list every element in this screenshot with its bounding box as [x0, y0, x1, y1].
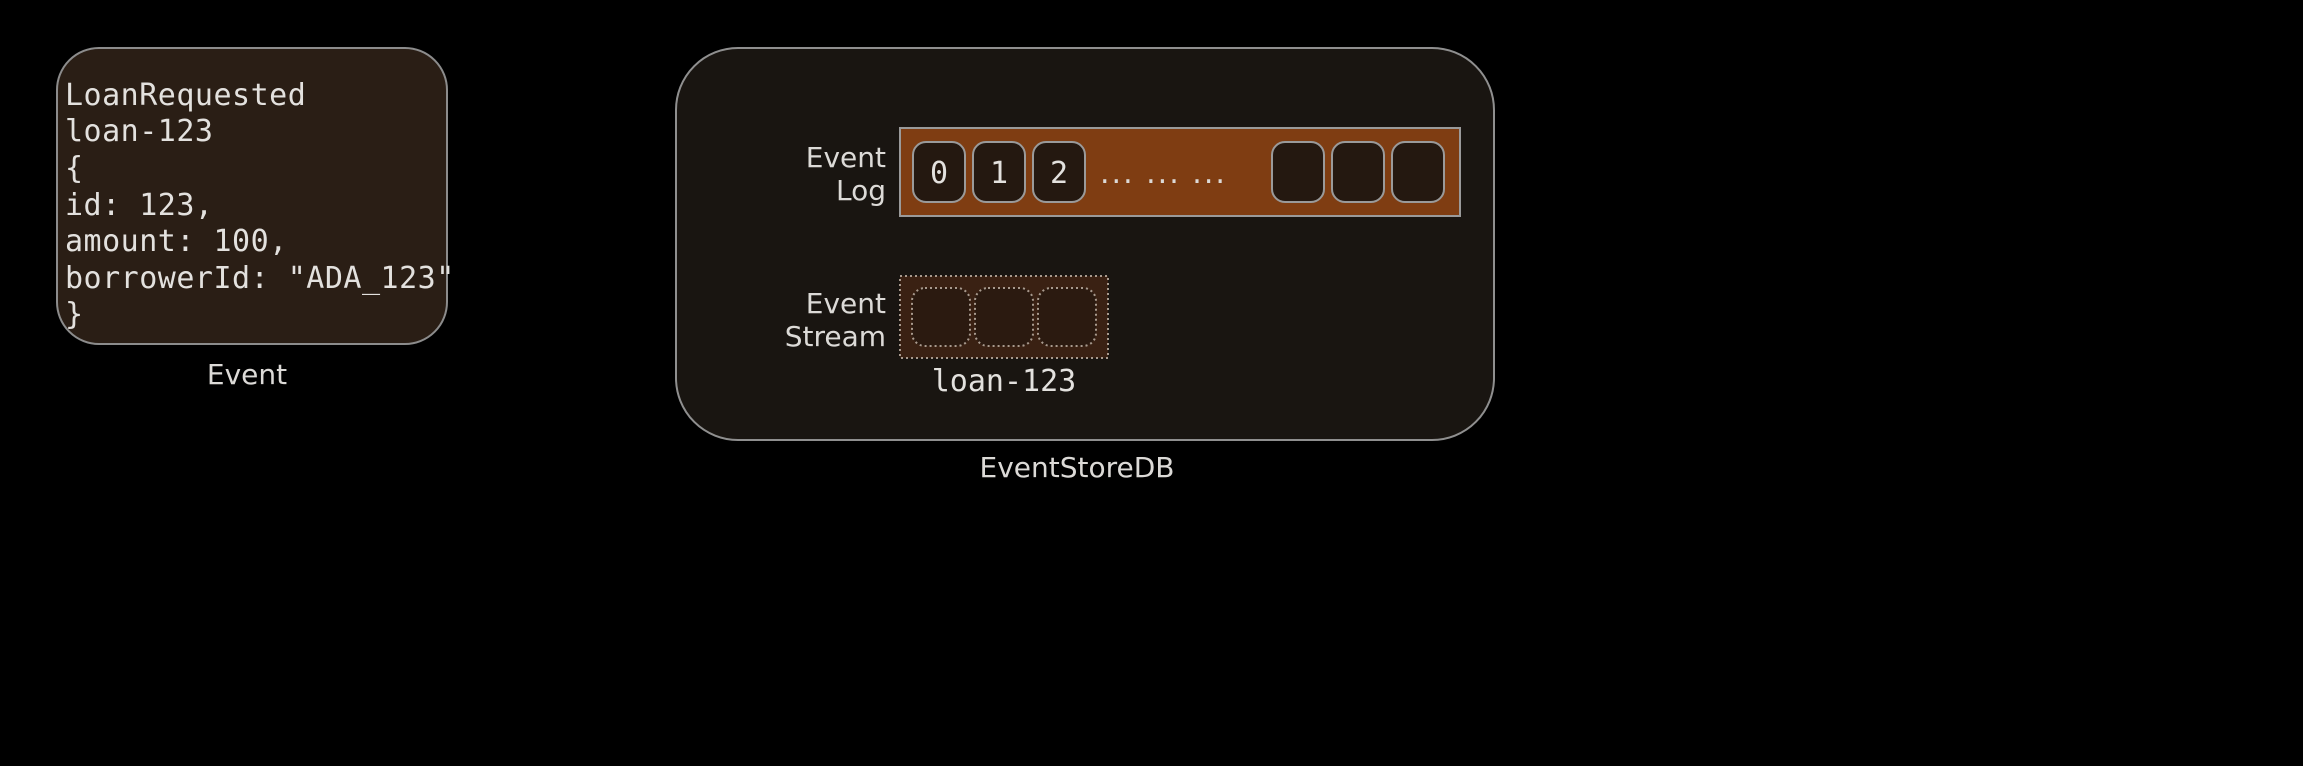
event-card-line-6: } — [65, 297, 84, 332]
event-card-line-0: LoanRequested — [65, 78, 306, 113]
event-card-line-3: id: 123, — [65, 188, 214, 223]
event-card-line-4: amount: 100, — [65, 224, 288, 259]
event-log-band[interactable]: 0 1 2 ... ... ... — [899, 127, 1461, 217]
event-card-line-5: borrowerId: "ADA_123" — [65, 261, 455, 296]
event-stream-label-line2: Stream — [785, 320, 886, 353]
event-log-slot[interactable]: 0 — [912, 141, 966, 203]
eventstoredb-container[interactable] — [675, 47, 1495, 441]
event-log-slot[interactable] — [1331, 141, 1385, 203]
event-log-slot[interactable]: 1 — [972, 141, 1026, 203]
event-log-slot-box — [1331, 141, 1385, 203]
event-stream-slot[interactable] — [911, 287, 971, 347]
event-stream-band[interactable] — [899, 275, 1109, 359]
event-log-label: Event Log — [806, 141, 886, 207]
event-card-caption: Event — [207, 358, 287, 391]
event-stream-slot[interactable] — [1037, 287, 1097, 347]
event-card-line-2: { — [65, 151, 84, 186]
event-card-body — [56, 47, 448, 345]
eventstoredb-caption: EventStoreDB — [980, 451, 1175, 484]
eventstoredb-body — [675, 47, 1495, 441]
event-log-slot-box — [1271, 141, 1325, 203]
event-log-slot[interactable] — [1271, 141, 1325, 203]
event-log-ellipsis: ... ... ... — [1100, 156, 1227, 191]
event-log-slot-index: 1 — [990, 156, 1008, 191]
event-stream-label-line1: Event — [806, 287, 886, 320]
event-stream-slot[interactable] — [974, 287, 1034, 347]
event-stream-slot-box — [974, 287, 1034, 347]
event-stream-slot-box — [911, 287, 971, 347]
event-log-slot[interactable]: 2 — [1032, 141, 1086, 203]
event-log-label-line1: Event — [806, 141, 886, 174]
event-stream-slot-box — [1037, 287, 1097, 347]
event-log-slot-index: 2 — [1050, 156, 1068, 191]
event-log-slot[interactable] — [1391, 141, 1445, 203]
event-log-slot-box — [972, 141, 1026, 203]
event-stream-name: loan-123 — [932, 364, 1077, 399]
event-log-slot-box — [1391, 141, 1445, 203]
event-log-slot-box — [912, 141, 966, 203]
event-card[interactable]: LoanRequested loan-123 { id: 123, amount… — [56, 47, 455, 345]
event-log-label-line2: Log — [836, 174, 886, 207]
event-card-line-1: loan-123 — [65, 114, 214, 149]
event-log-slot-index: 0 — [930, 156, 948, 191]
event-log-slot-box — [1032, 141, 1086, 203]
event-stream-label: Event Stream — [785, 287, 886, 353]
